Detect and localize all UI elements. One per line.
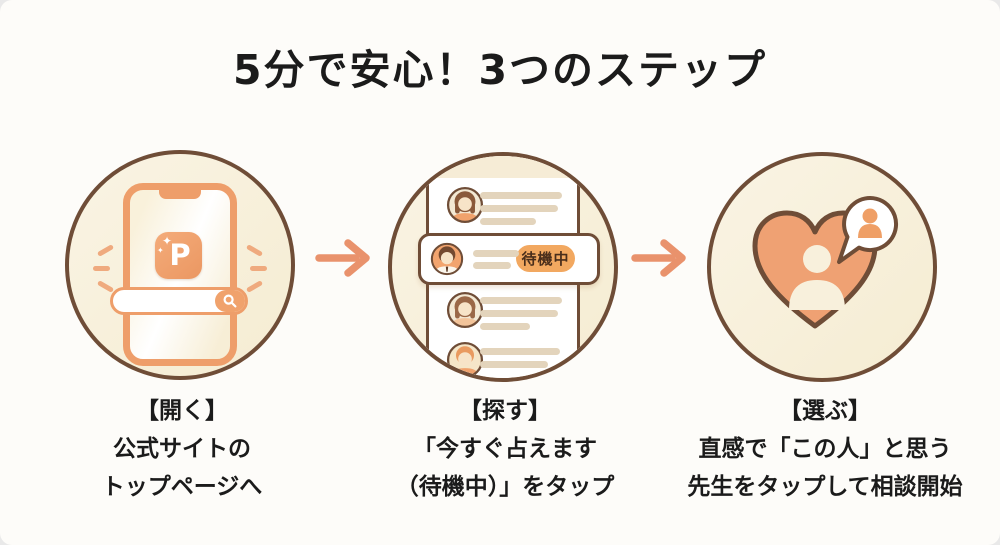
teacher-avatar-icon bbox=[446, 291, 484, 329]
text-line-bar bbox=[480, 310, 558, 317]
shine-dash-icon bbox=[250, 266, 267, 271]
app-logo-letter: P bbox=[169, 238, 191, 272]
search-bar-illustration bbox=[110, 287, 248, 315]
text-line-bar bbox=[480, 348, 560, 355]
right-arrow-icon bbox=[315, 239, 370, 277]
text-line-bar bbox=[480, 218, 536, 225]
highlighted-teacher-row: 待機中 bbox=[418, 233, 600, 285]
teacher-avatar-icon bbox=[430, 242, 464, 276]
step2-caption-line: 「今すぐ占えます bbox=[413, 436, 597, 462]
step2-caption: 【探す】 「今すぐ占えます （待機中）」をタップ bbox=[353, 392, 657, 506]
right-arrow-icon bbox=[631, 239, 686, 277]
text-line-bar bbox=[480, 192, 562, 199]
step2-caption-line: （待機中）」をタップ bbox=[395, 474, 615, 500]
status-badge: 待機中 bbox=[516, 245, 575, 272]
step3-caption-line: 直感で「この人」と思う bbox=[698, 436, 952, 462]
person-head-icon bbox=[803, 245, 831, 273]
step1-caption-title: 【開く】 bbox=[136, 398, 228, 424]
step1-caption: 【開く】 公式サイトの トップページへ bbox=[30, 392, 334, 506]
text-line-bar bbox=[480, 297, 562, 304]
sparkle-icon: ✦ bbox=[157, 246, 164, 255]
person-body-icon bbox=[789, 280, 845, 310]
text-line-bar bbox=[473, 262, 511, 269]
text-line-bar bbox=[480, 361, 548, 368]
text-line-bar bbox=[473, 250, 519, 257]
shine-dash-icon bbox=[96, 280, 115, 293]
heart-person-graphic bbox=[752, 196, 898, 329]
shine-dash-icon bbox=[245, 280, 264, 293]
phone-notch bbox=[159, 190, 201, 199]
step2-caption-title: 【探す】 bbox=[459, 398, 551, 424]
page-title: 5分で安心！3つのステップ bbox=[232, 46, 768, 94]
step3-illustration-choose bbox=[707, 152, 937, 382]
teacher-avatar-icon bbox=[446, 186, 484, 224]
app-logo-icon: ✦ ✦ P bbox=[155, 232, 202, 279]
shine-dash-icon bbox=[96, 244, 115, 257]
shine-dash-icon bbox=[93, 266, 110, 271]
bubble-person-body-icon bbox=[858, 224, 882, 238]
smartphone-illustration bbox=[123, 183, 237, 366]
text-line-bar bbox=[480, 323, 530, 330]
step1-illustration-open: ✦ ✦ P bbox=[65, 150, 295, 380]
step3-caption: 【選ぶ】 直感で「この人」と思う 先生をタップして相談開始 bbox=[650, 392, 1000, 506]
step3-caption-line: 先生をタップして相談開始 bbox=[687, 474, 963, 500]
search-button-illustration bbox=[215, 290, 245, 312]
text-line-bar bbox=[480, 205, 558, 212]
search-icon bbox=[223, 294, 237, 308]
list-panel-header bbox=[429, 156, 577, 178]
sparkle-icon: ✦ bbox=[162, 234, 173, 248]
step1-caption-line: 公式サイトの bbox=[113, 436, 251, 462]
step2-illustration-find: 待機中 bbox=[388, 152, 618, 382]
step3-caption-title: 【選ぶ】 bbox=[779, 398, 871, 424]
teacher-avatar-icon bbox=[446, 341, 484, 378]
shine-dash-icon bbox=[245, 244, 264, 257]
bubble-person-head-icon bbox=[862, 208, 878, 224]
step1-caption-line: トップページへ bbox=[101, 474, 263, 500]
